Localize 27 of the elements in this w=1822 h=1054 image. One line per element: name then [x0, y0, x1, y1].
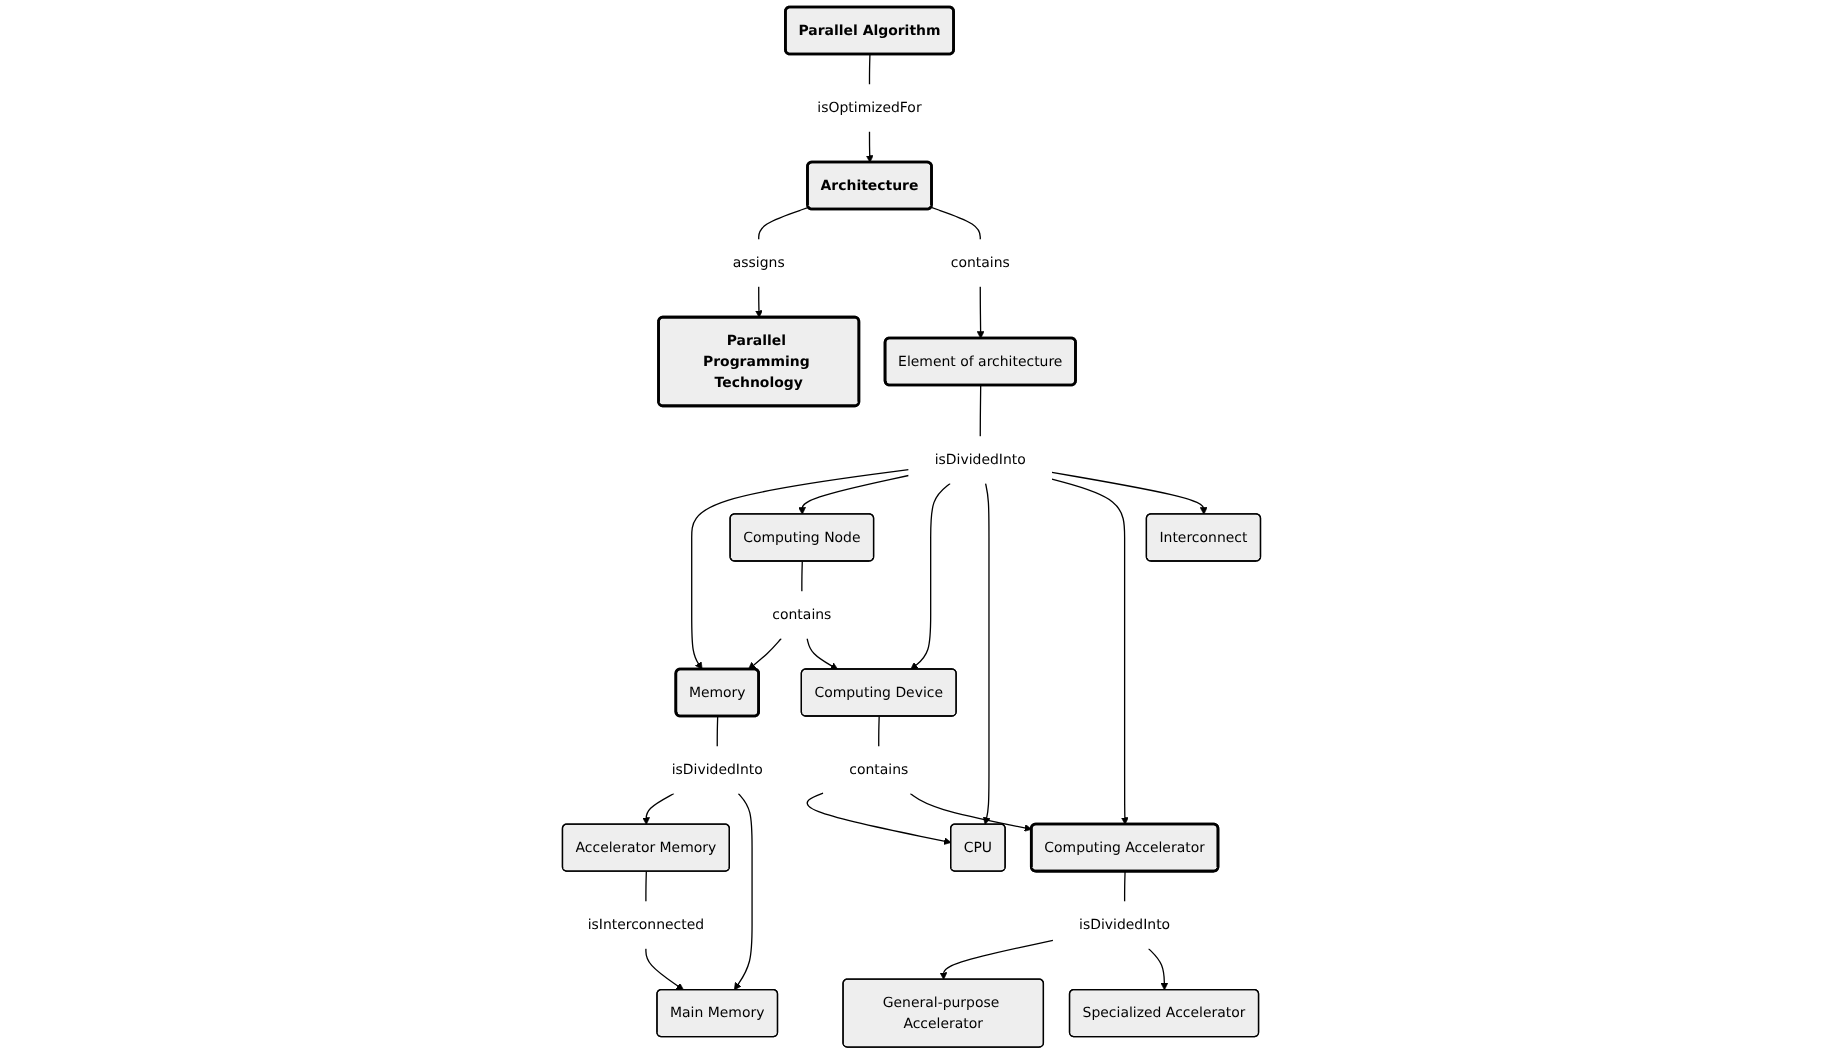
arrow [806, 637, 839, 670]
arrow [909, 792, 1033, 832]
connector [930, 206, 981, 241]
connector [716, 715, 719, 748]
arrow [983, 482, 991, 825]
arrow [642, 792, 675, 825]
arrow [691, 468, 910, 670]
connector [979, 384, 982, 438]
connector [1123, 870, 1126, 903]
connector [878, 715, 880, 748]
arrow [976, 285, 985, 339]
arrow [755, 285, 763, 318]
connector [868, 53, 871, 86]
arrow [733, 792, 753, 991]
arrow [806, 792, 952, 845]
arrow [1051, 471, 1208, 515]
connector [801, 560, 803, 593]
arrow [1147, 947, 1169, 991]
arrow [645, 947, 684, 991]
connector [758, 206, 810, 241]
arrow [748, 637, 782, 670]
arrow [1051, 478, 1129, 825]
arrow [865, 130, 874, 163]
arrow [910, 482, 951, 670]
arrow [798, 474, 910, 515]
connector [645, 870, 647, 903]
arrow [939, 939, 1054, 980]
